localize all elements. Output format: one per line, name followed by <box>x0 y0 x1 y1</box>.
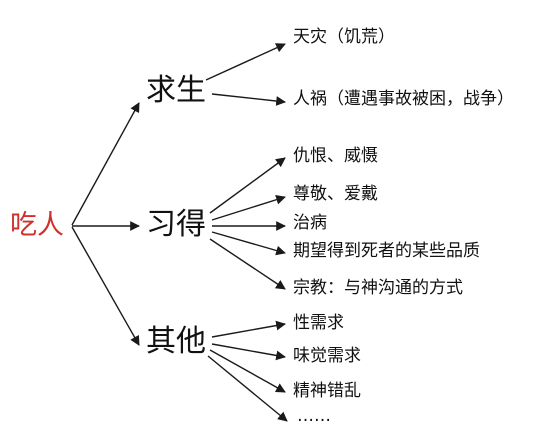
arrow-survival-to-item-2 <box>211 93 286 106</box>
item-cure-illness: 治病 <box>293 213 327 233</box>
item-insanity: 精神错乱 <box>293 381 361 401</box>
category-other: 其他 <box>146 324 206 359</box>
arrow-learned-to-item-4 <box>211 231 286 256</box>
category-survival: 求生 <box>146 73 206 108</box>
item-sexual-need: 性需求 <box>293 313 344 333</box>
category-learned: 习得 <box>146 207 206 242</box>
arrow-survival-to-item-1 <box>205 43 286 81</box>
item-hatred-deterrence: 仇恨、威慑 <box>293 146 378 166</box>
arrow-other-to-item-2 <box>211 343 286 361</box>
item-religion: 宗教：与神沟通的方式 <box>293 278 463 298</box>
root-node: 吃人 <box>10 210 64 241</box>
item-natural-disaster: 天灾（饥荒） <box>293 27 395 47</box>
arrow-other-to-item-4 <box>207 355 288 422</box>
arrow-root-to-other <box>71 226 140 346</box>
item-respect-love: 尊敬、爱戴 <box>293 184 378 204</box>
item-man-made-disaster: 人祸（遭遇事故被困，战争） <box>293 89 514 109</box>
arrow-other-to-item-3 <box>209 349 286 393</box>
item-gain-qualities: 期望得到死者的某些品质 <box>293 241 480 261</box>
arrow-learned-to-item-2 <box>211 194 286 221</box>
arrow-root-to-survival <box>71 102 140 226</box>
arrow-learned-to-item-5 <box>209 238 286 290</box>
item-ellipsis: …… <box>297 406 331 426</box>
arrow-other-to-item-1 <box>211 320 286 338</box>
item-taste-need: 味觉需求 <box>293 346 361 366</box>
arrow-learned-to-item-1 <box>209 157 286 214</box>
